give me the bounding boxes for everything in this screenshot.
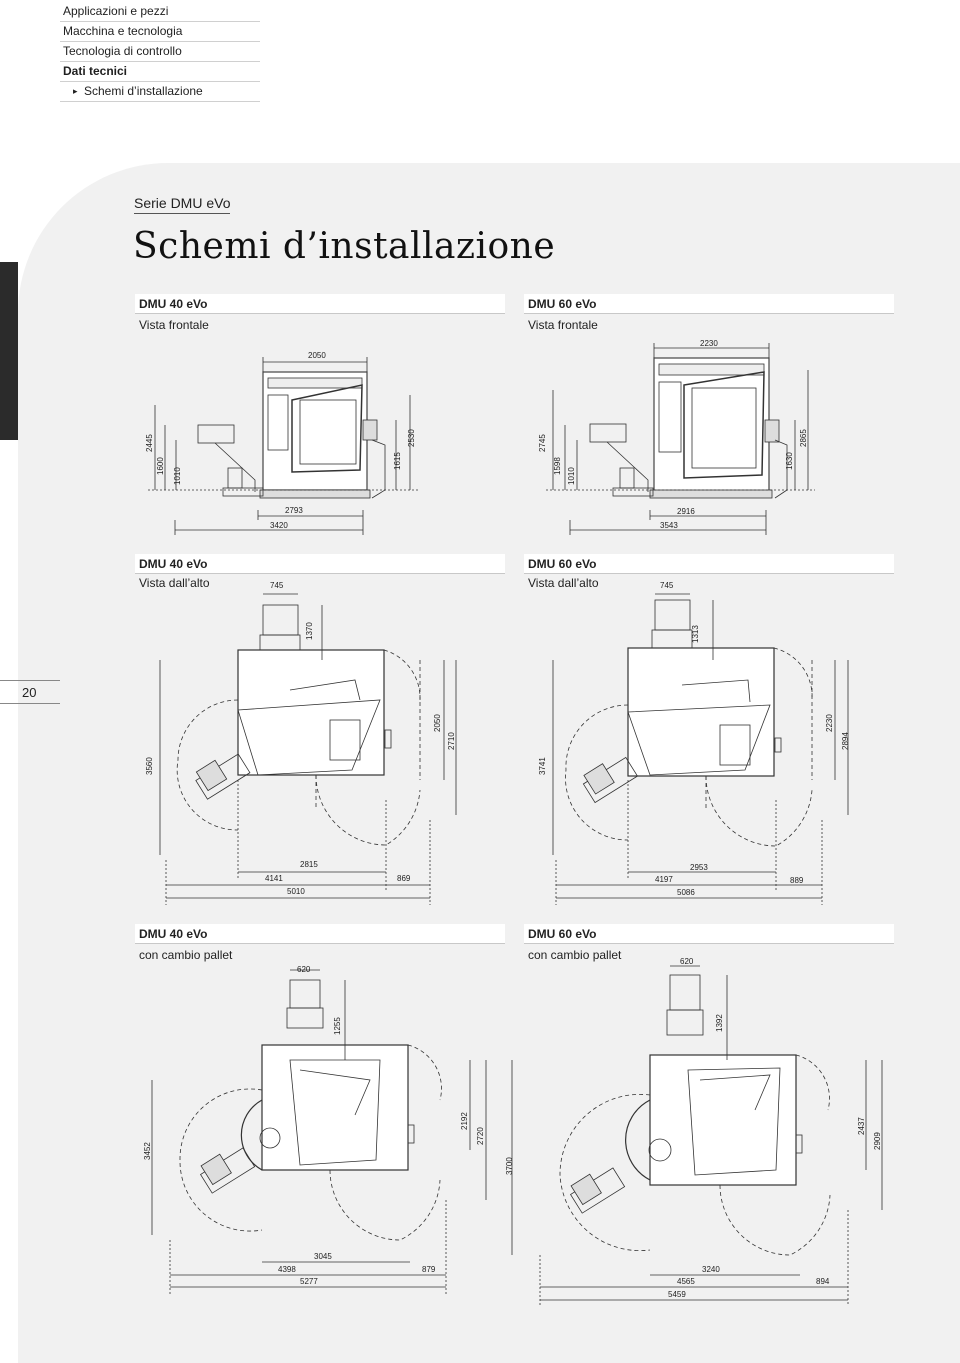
caret-right-icon: ▸ [73, 86, 78, 96]
dim-label: 1392 [715, 1014, 724, 1032]
section-subtitle-top60: Vista dall’alto [528, 576, 599, 590]
dim-label: 3741 [538, 757, 547, 775]
dim-label: 745 [660, 581, 674, 590]
dim-label: 3543 [660, 521, 678, 530]
dim-label: 745 [270, 581, 284, 590]
dim-label: 894 [816, 1277, 830, 1286]
page-number: 20 [0, 680, 60, 704]
dim-label: 3452 [143, 1142, 152, 1160]
dim-label: 2230 [825, 714, 834, 732]
dim-label: 2894 [841, 732, 850, 750]
dim-label: 4197 [655, 875, 673, 884]
dim-label: 3560 [145, 757, 154, 775]
section-title-pal60: DMU 60 eVo [524, 924, 894, 944]
dim-label: 3700 [505, 1157, 514, 1175]
nav-item-schemi-label: Schemi d’installazione [84, 84, 203, 98]
dimension-labels: 2050 2445 1600 1010 1615 2530 2793 3420 … [143, 339, 882, 1299]
nav-item-tecnologia-controllo[interactable]: Tecnologia di controllo [60, 42, 260, 62]
section-subtitle-front60: Vista frontale [528, 318, 598, 332]
section-title-pal40: DMU 40 eVo [135, 924, 505, 944]
dim-label: 1630 [785, 452, 794, 470]
dim-label: 2445 [145, 434, 154, 452]
dim-label: 1370 [305, 622, 314, 640]
dim-label: 4141 [265, 874, 283, 883]
dim-label: 2865 [799, 429, 808, 447]
content-background [18, 163, 960, 1363]
nav-item-schemi[interactable]: ▸ Schemi d’installazione [60, 82, 260, 102]
dim-label: 869 [397, 874, 411, 883]
dim-label: 1010 [567, 467, 576, 485]
dim-label: 1598 [553, 457, 562, 475]
nav-item-applicazioni[interactable]: Applicazioni e pezzi [60, 2, 260, 22]
dim-label: 5010 [287, 887, 305, 896]
page-title: Schemi d’installazione [133, 226, 556, 267]
section-title-top40: DMU 40 eVo [135, 554, 505, 574]
nav-item-dati-tecnici[interactable]: Dati tecnici [60, 62, 260, 82]
dim-label: 5459 [668, 1290, 686, 1299]
dim-label: 620 [297, 965, 311, 974]
dim-label: 2793 [285, 506, 303, 515]
dim-label: 620 [680, 957, 694, 966]
dim-label: 1615 [393, 452, 402, 470]
dim-label: 2909 [873, 1132, 882, 1150]
dim-label: 1255 [333, 1017, 342, 1035]
section-subtitle-pal40: con cambio pallet [139, 948, 233, 962]
dim-label: 1010 [173, 467, 182, 485]
dim-label: 2916 [677, 507, 695, 516]
dim-label: 879 [422, 1265, 436, 1274]
section-title-front40: DMU 40 eVo [135, 294, 505, 314]
dim-label: 2230 [700, 339, 718, 348]
front-view-dmu40 [148, 357, 420, 535]
dim-label: 2050 [308, 351, 326, 360]
dim-label: 5277 [300, 1277, 318, 1286]
dim-label: 2815 [300, 860, 318, 869]
pallet-view-dmu60 [511, 965, 883, 1306]
top-view-dmu40 [159, 593, 457, 905]
dim-label: 889 [790, 876, 804, 885]
breadcrumb-nav: Applicazioni e pezzi Macchina e tecnolog… [60, 2, 260, 102]
dim-label: 3420 [270, 521, 288, 530]
series-label: Serie DMU eVo [134, 195, 231, 214]
section-subtitle-top40: Vista dall’alto [139, 576, 210, 590]
dim-label: 2192 [460, 1112, 469, 1130]
section-title-front60: DMU 60 eVo [524, 294, 894, 314]
dim-label: 4398 [278, 1265, 296, 1274]
dim-label: 3045 [314, 1252, 332, 1261]
section-subtitle-front40: Vista frontale [139, 318, 209, 332]
installation-drawings: 2050 2445 1600 1010 1615 2530 2793 3420 … [143, 339, 883, 1306]
dim-label: 5086 [677, 888, 695, 897]
dim-label: 1600 [156, 457, 165, 475]
section-title-top60: DMU 60 eVo [524, 554, 894, 574]
dim-label: 2953 [690, 863, 708, 872]
dim-label: 2745 [538, 434, 547, 452]
dim-label: 2050 [433, 714, 442, 732]
dim-label: 3240 [702, 1265, 720, 1274]
dim-label: 4565 [677, 1277, 695, 1286]
dim-label: 2530 [407, 429, 416, 447]
section-subtitle-pal60: con cambio pallet [528, 948, 622, 962]
pallet-view-dmu40 [151, 969, 487, 1295]
chapter-tab [0, 262, 18, 440]
dim-label: 2720 [476, 1127, 485, 1145]
front-view-dmu60 [546, 343, 815, 535]
nav-item-macchina[interactable]: Macchina e tecnologia [60, 22, 260, 42]
top-view-dmu60 [552, 593, 849, 905]
dim-label: 1313 [691, 625, 700, 643]
dim-label: 2437 [857, 1117, 866, 1135]
dim-label: 2710 [447, 732, 456, 750]
